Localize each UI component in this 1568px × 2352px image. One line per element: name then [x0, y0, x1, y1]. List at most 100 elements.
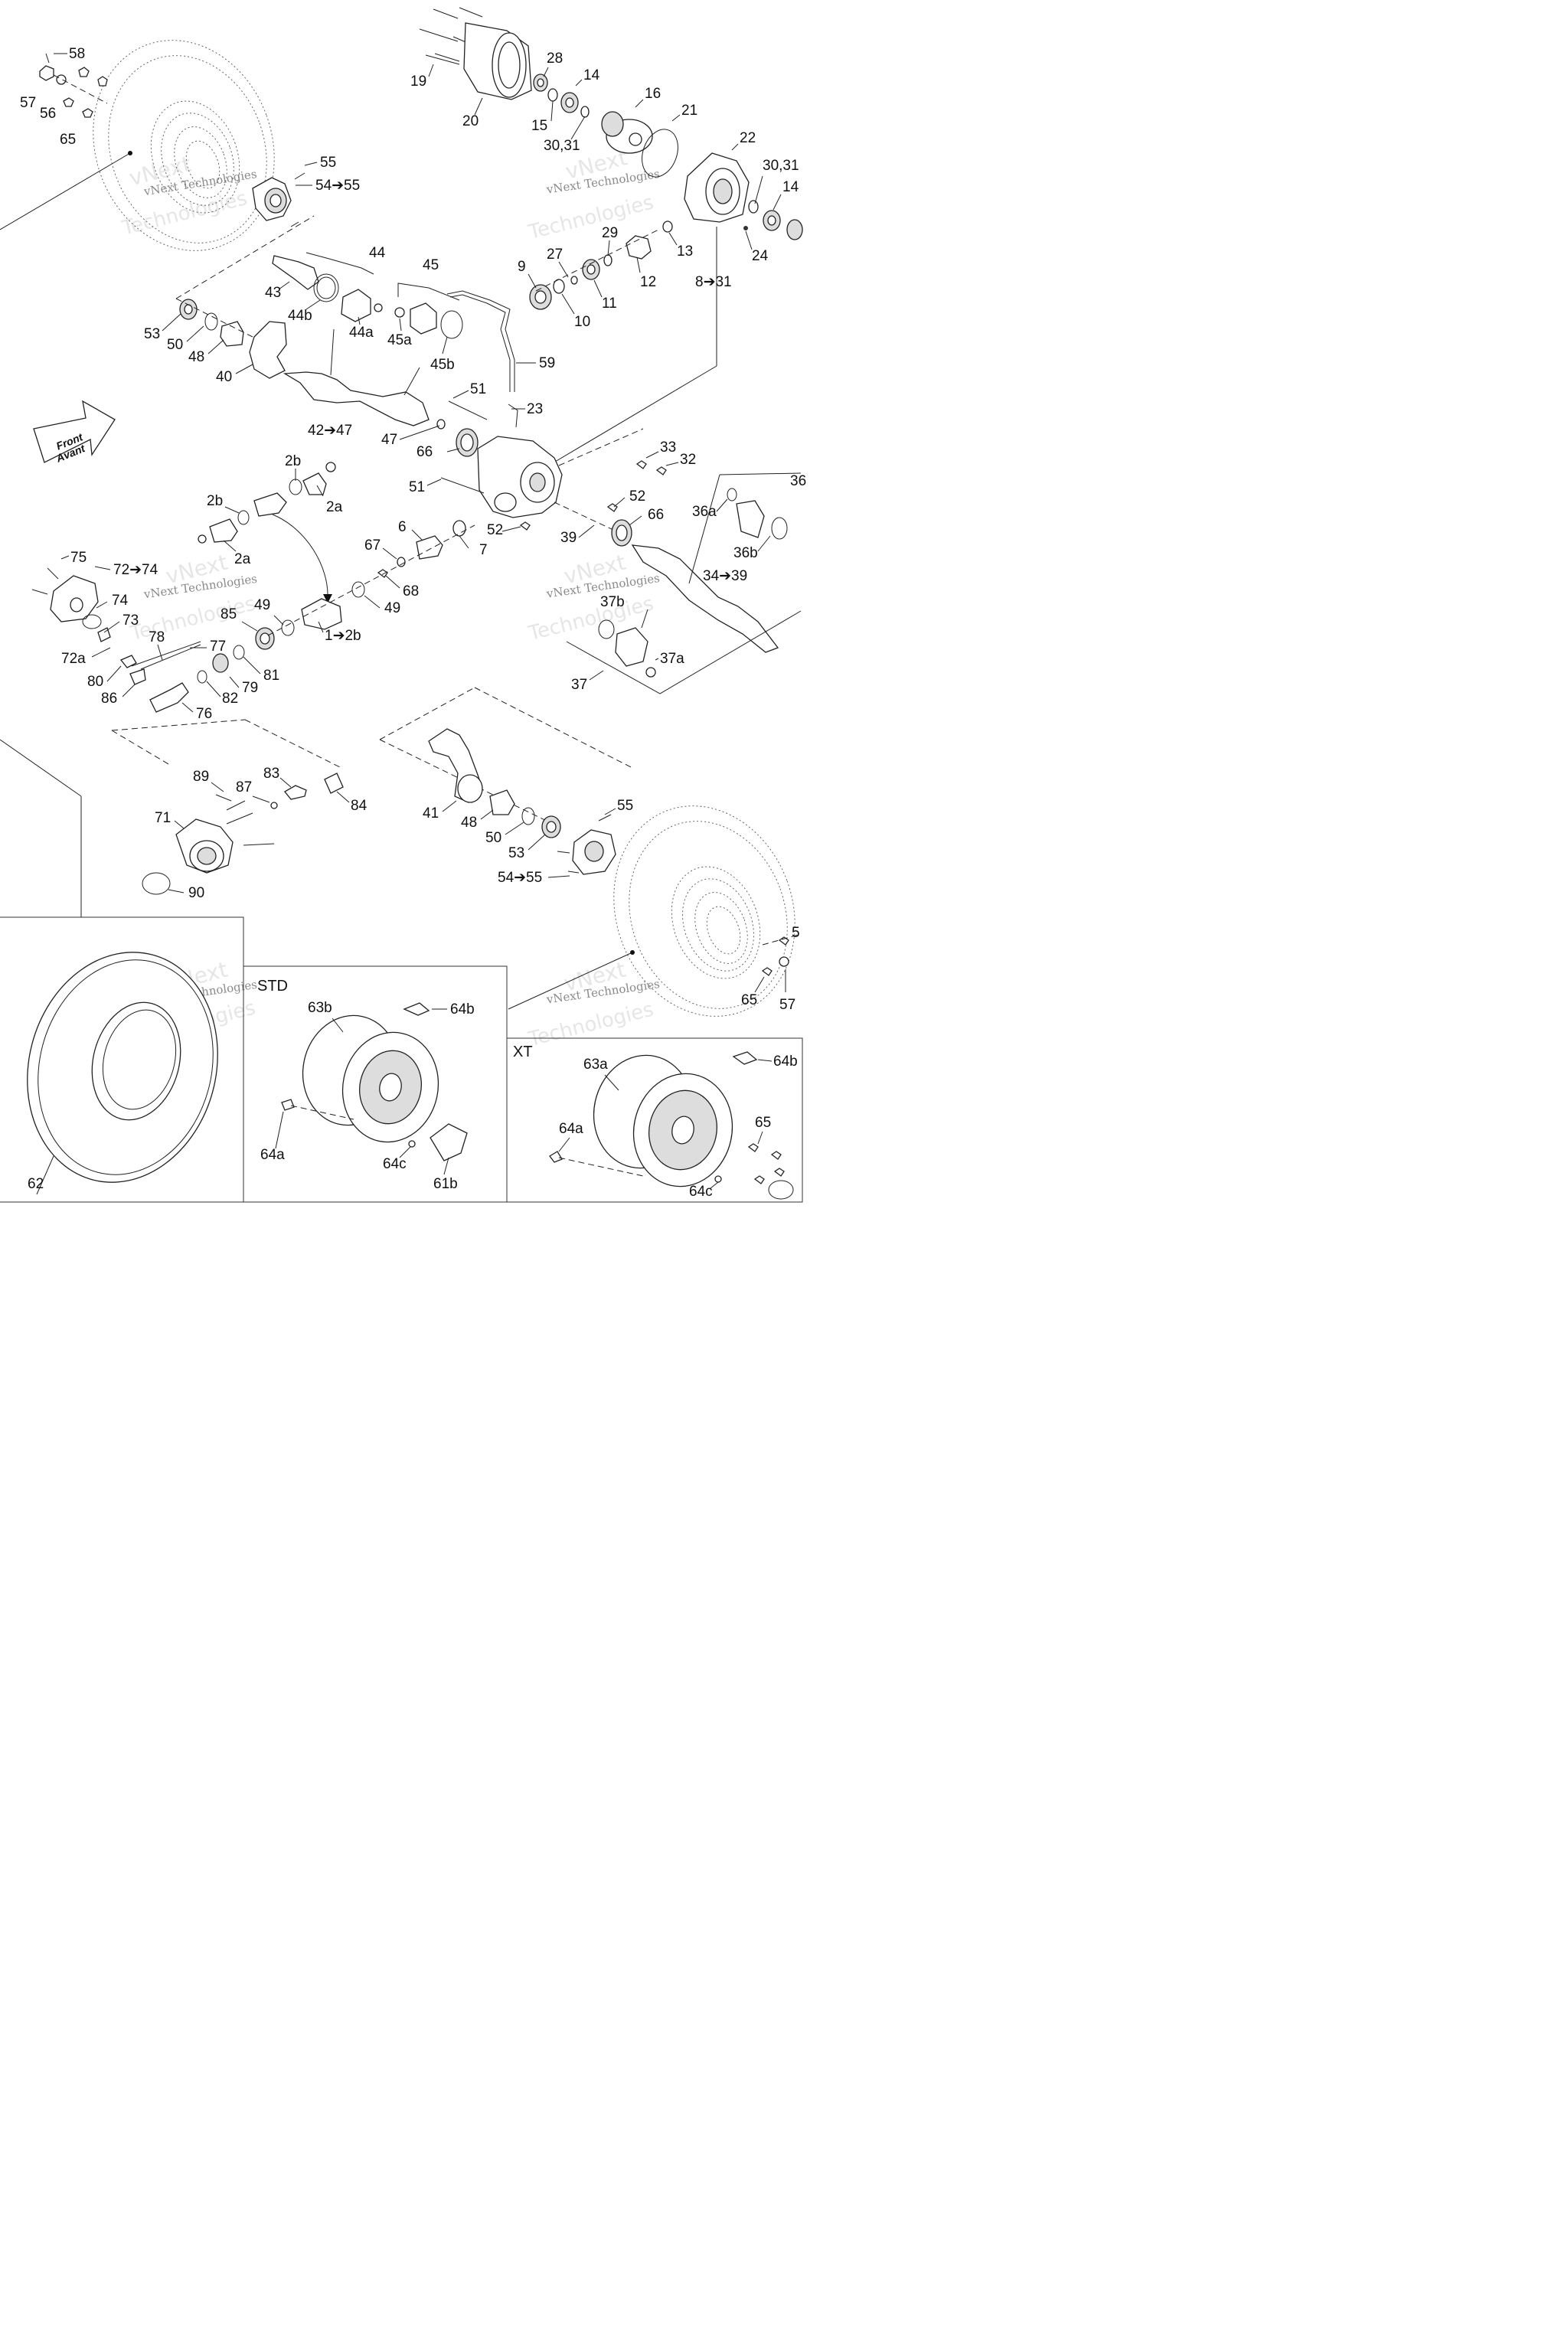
callout-12: 12: [640, 274, 656, 290]
lug-nut-group: [39, 53, 108, 118]
callout-44a: 44a: [349, 325, 374, 341]
callout-63a: 63a: [583, 1057, 608, 1073]
callout-29: 29: [602, 225, 618, 241]
callout-36: 36: [790, 473, 806, 489]
callout-2b: 2b: [285, 453, 301, 469]
callout-72a: 72a: [61, 651, 86, 667]
callout-28: 28: [547, 51, 563, 67]
std-section-label: STD: [257, 978, 288, 995]
callout-44: 44: [369, 245, 386, 261]
xt-box: [506, 1037, 803, 1203]
callout-73: 73: [122, 612, 139, 629]
callout-14: 14: [583, 67, 600, 83]
callout-37a: 37a: [660, 651, 684, 667]
callout-63b: 63b: [308, 1000, 332, 1016]
callout-51: 51: [470, 381, 486, 397]
callout-9: 9: [518, 259, 526, 275]
wheel-hub: [175, 172, 315, 299]
callout-48-b: 48: [461, 815, 477, 831]
callout-64b: 64b: [450, 1001, 475, 1018]
part-callouts: 58 57 56 65 55 54➔55 19 20 28 14 15 30,3…: [20, 46, 806, 1200]
callout-64a: 64a: [260, 1147, 285, 1163]
front-left-wheel-phantom: [0, 40, 275, 251]
callout-34-39: 34➔39: [703, 568, 747, 584]
callout-51-b: 51: [409, 479, 425, 495]
callout-50-b: 50: [485, 830, 501, 846]
exploded-parts-diagram: vNext Technologies vNext Technologies vN…: [0, 7, 806, 1203]
callout-39: 39: [560, 530, 577, 546]
callout-48: 48: [188, 349, 204, 365]
callout-56: 56: [40, 106, 56, 122]
callout-54-55-b: 54➔55: [498, 870, 542, 886]
callout-23: 23: [527, 401, 543, 417]
callout-64a-xt: 64a: [559, 1121, 583, 1137]
knuckle-bearing-group: [175, 298, 287, 379]
callout-84: 84: [351, 798, 368, 814]
tire: [27, 952, 218, 1195]
rear-drive-shaft-exploded: [566, 472, 802, 694]
callout-53-b: 53: [508, 845, 524, 861]
callout-67: 67: [364, 537, 381, 554]
callout-21: 21: [681, 103, 697, 119]
callout-42-47: 42➔47: [308, 423, 352, 439]
callout-22: 22: [740, 130, 756, 146]
callout-59: 59: [539, 355, 555, 371]
callout-49-b: 49: [384, 600, 400, 616]
callout-6: 6: [398, 519, 407, 535]
std-rim: [281, 1002, 468, 1161]
callout-64c: 64c: [383, 1156, 407, 1172]
front-drive-shaft-exploded: [272, 252, 479, 457]
callout-36b: 36b: [733, 545, 758, 561]
callout-65: 65: [60, 132, 76, 148]
xt-section-label: XT: [513, 1044, 533, 1060]
callout-66-b: 66: [648, 507, 664, 523]
callout-5: 5: [792, 925, 800, 941]
callout-87: 87: [236, 779, 252, 795]
front-differential-case: [440, 400, 667, 537]
callout-44b: 44b: [288, 308, 312, 324]
callout-55: 55: [320, 155, 336, 171]
callout-2a: 2a: [326, 499, 343, 515]
callout-8-31: 8➔31: [695, 274, 732, 290]
callout-10: 10: [574, 314, 590, 330]
callout-37: 37: [571, 677, 587, 693]
callout-74: 74: [112, 593, 129, 609]
callout-27: 27: [547, 247, 563, 263]
callout-14-b: 14: [782, 179, 799, 195]
callout-57: 57: [20, 95, 36, 111]
callout-50: 50: [167, 337, 183, 353]
callout-13: 13: [677, 243, 693, 260]
callout-7: 7: [479, 542, 488, 558]
callout-68: 68: [403, 583, 419, 599]
callout-45b: 45b: [430, 357, 455, 373]
watermark-6: vNext Technologies vNext Technologies: [525, 957, 660, 1052]
callout-45: 45: [423, 257, 439, 273]
callout-30-31-b: 30,31: [763, 158, 799, 174]
callout-2b-b: 2b: [207, 493, 223, 509]
callout-66: 66: [416, 444, 433, 460]
callout-49: 49: [254, 597, 270, 613]
callout-57-b: 57: [779, 997, 795, 1013]
callout-1-2b: 1➔2b: [325, 628, 361, 644]
callout-2a-b: 2a: [234, 551, 251, 567]
callout-19: 19: [410, 74, 426, 90]
rear-right-wheel-phantom: [508, 805, 802, 1017]
callout-33: 33: [660, 439, 676, 456]
callout-81: 81: [263, 668, 279, 684]
callout-36a: 36a: [692, 504, 717, 520]
callout-83: 83: [263, 766, 279, 782]
rear-knuckle-group: [379, 687, 635, 875]
callout-65-b: 65: [741, 992, 757, 1008]
callout-86: 86: [101, 691, 117, 707]
xt-rim: [549, 1051, 794, 1200]
callout-47: 47: [381, 432, 397, 448]
front-direction-arrow: Front Avant: [33, 400, 116, 465]
callout-11: 11: [602, 296, 617, 312]
watermark-1: vNext Technologies vNext Technologies: [119, 151, 258, 240]
watermark-4: vNext Technologies vNext Technologies: [525, 550, 660, 646]
front-differential-exploded: [419, 7, 803, 465]
callout-41: 41: [423, 805, 439, 822]
callout-64b-xt: 64b: [773, 1054, 798, 1070]
callout-89: 89: [193, 769, 209, 785]
callout-52: 52: [629, 488, 645, 505]
